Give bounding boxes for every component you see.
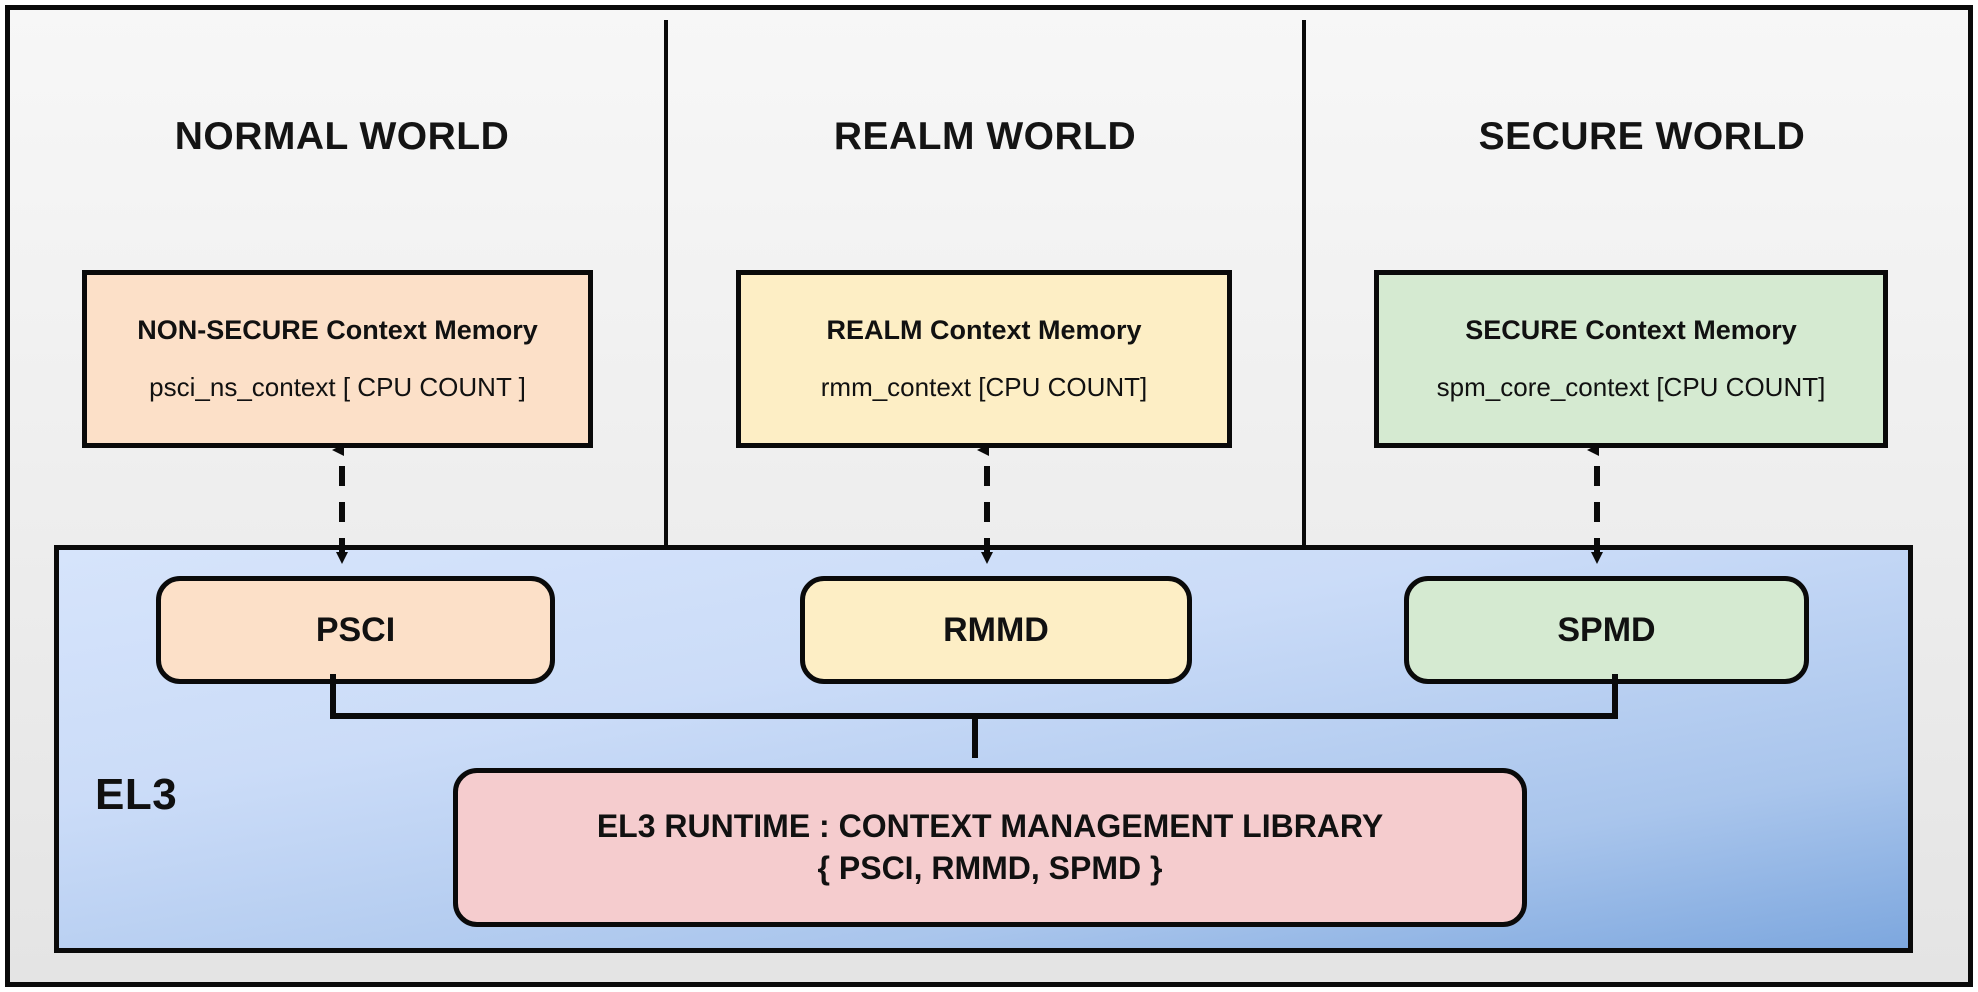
spmd-module-box[interactable]: SPMD	[1404, 576, 1809, 684]
world-divider-normal-realm	[664, 20, 668, 545]
realm-context-memory-title: REALM Context Memory	[826, 315, 1142, 345]
world-divider-realm-secure	[1302, 20, 1306, 545]
realm-context-memory-box: REALM Context Memory rmm_context [CPU CO…	[736, 270, 1232, 448]
el3-runtime-context-management-library-box[interactable]: EL3 RUNTIME : CONTEXT MANAGEMENT LIBRARY…	[453, 768, 1527, 927]
runtime-title-line: EL3 RUNTIME : CONTEXT MANAGEMENT LIBRARY	[596, 807, 1384, 844]
secure-context-memory-title: SECURE Context Memory	[1465, 315, 1797, 345]
worlds-region: NORMAL WORLD REALM WORLD SECURE WORLD	[20, 20, 1978, 545]
realm-context-memory-subtitle: rmm_context [CPU COUNT]	[820, 372, 1148, 402]
world-title-secure: SECURE WORLD	[1478, 115, 1806, 158]
world-title-normal: NORMAL WORLD	[174, 115, 510, 158]
world-title-realm: REALM WORLD	[833, 115, 1137, 158]
secure-context-memory-subtitle: spm_core_context [CPU COUNT]	[1436, 372, 1826, 402]
ns-context-memory-box: NON-SECURE Context Memory psci_ns_contex…	[82, 270, 593, 448]
rmmd-module-box[interactable]: RMMD	[800, 576, 1192, 684]
runtime-members-line: { PSCI, RMMD, SPMD }	[817, 849, 1163, 886]
ns-context-memory-subtitle: psci_ns_context [ CPU COUNT ]	[149, 372, 526, 402]
ns-context-memory-title: NON-SECURE Context Memory	[137, 315, 538, 345]
secure-context-memory-box: SECURE Context Memory spm_core_context […	[1374, 270, 1888, 448]
diagram-outer-frame: NORMAL WORLD REALM WORLD SECURE WORLD NO…	[5, 5, 1973, 987]
psci-module-box[interactable]: PSCI	[156, 576, 555, 684]
el3-label: EL3	[95, 770, 178, 819]
